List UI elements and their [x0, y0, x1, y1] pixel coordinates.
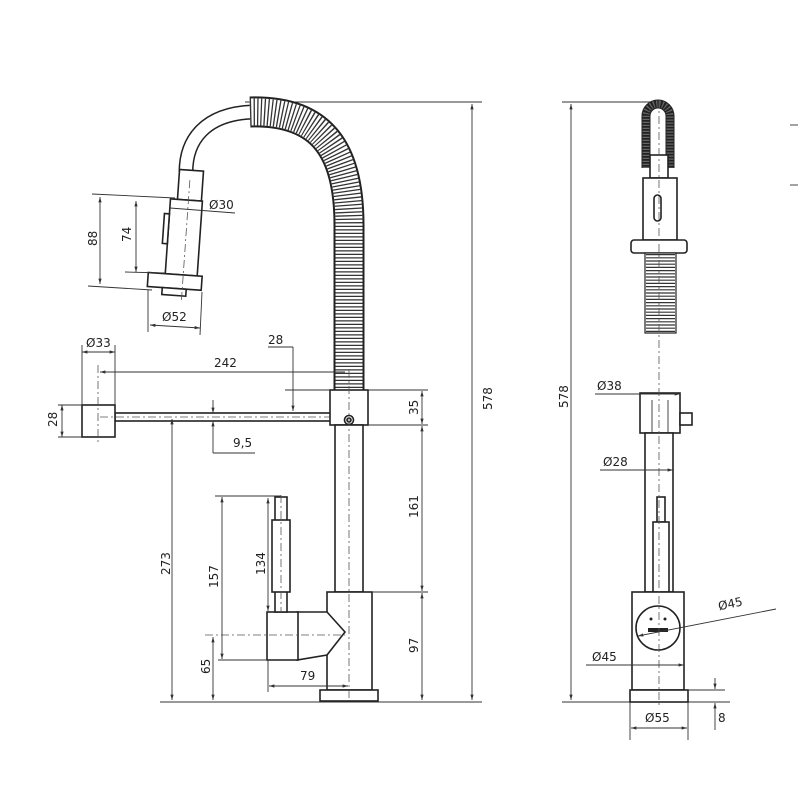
dim-d52: Ø52	[162, 310, 187, 324]
spout-end	[81, 404, 116, 438]
dim-134: 134	[254, 552, 268, 575]
handle	[205, 495, 347, 661]
dim-578-front: 578	[557, 385, 571, 408]
dim-97: 97	[407, 638, 421, 653]
dim-9-5: 9,5	[233, 436, 252, 450]
side-dimensions	[58, 104, 474, 700]
dim-d55: Ø55	[645, 711, 670, 725]
dim-d30: Ø30	[209, 198, 234, 212]
side-view: 578 88 74 Ø30 Ø52 Ø33 242 28 28 35 9,5 1…	[46, 96, 495, 703]
dim-88: 88	[86, 231, 100, 246]
dim-65: 65	[199, 659, 213, 674]
front-lever-tip	[656, 496, 666, 523]
spray-head	[146, 168, 205, 300]
dim-161: 161	[407, 495, 421, 518]
dim-157: 157	[207, 565, 221, 588]
front-set-screw	[679, 412, 693, 426]
front-view: 578 Ø38 Ø28 Ø45 Ø45 Ø55 8	[557, 99, 798, 740]
dim-8: 8	[718, 711, 726, 725]
dim-79: 79	[300, 669, 315, 683]
dim-35: 35	[407, 400, 421, 415]
front-head-button	[653, 194, 662, 222]
dim-d28: Ø28	[603, 455, 628, 469]
dim-242: 242	[214, 356, 237, 370]
dim-d38: Ø38	[597, 379, 622, 393]
dim-d45-body: Ø45	[592, 650, 617, 664]
dim-28-end: 28	[46, 412, 60, 427]
front-lever	[652, 521, 670, 593]
dim-d33: Ø33	[86, 336, 111, 350]
dim-273: 273	[159, 552, 173, 575]
dim-578-side: 578	[481, 387, 495, 410]
front-swivel-block	[639, 392, 681, 434]
dim-d45-handle: Ø45	[717, 595, 744, 614]
dim-28-offset: 28	[268, 333, 283, 347]
front-dimensions	[569, 104, 798, 740]
dim-74: 74	[120, 227, 134, 242]
